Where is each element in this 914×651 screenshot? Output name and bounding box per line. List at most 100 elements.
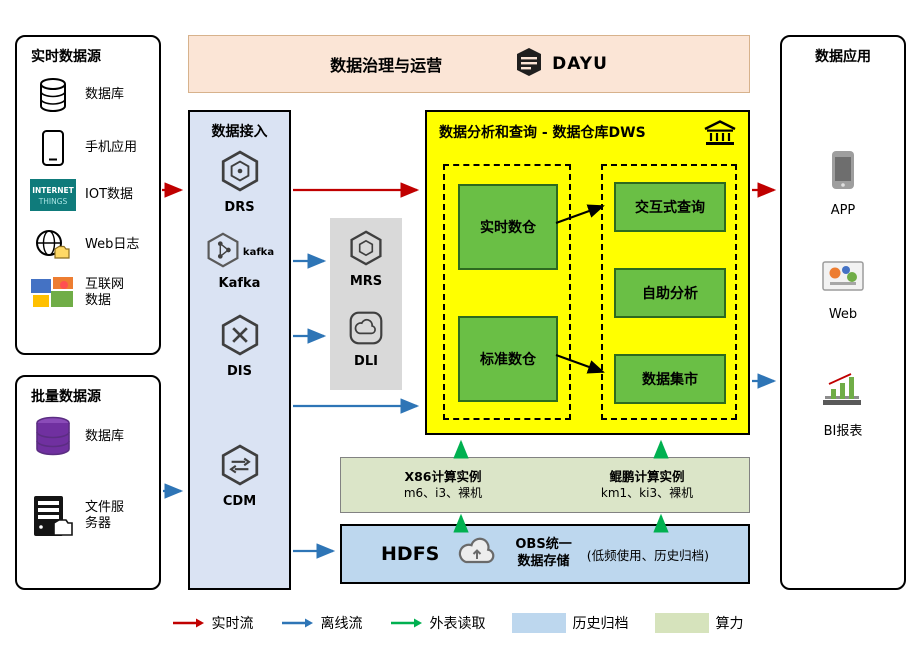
service-label: DLI (354, 354, 378, 369)
web-log-icon (29, 229, 77, 261)
iot-icon: INTERNET THINGS (29, 179, 77, 211)
database-icon (29, 77, 77, 113)
kafka-wordmark: kafka (242, 246, 275, 258)
list-item: APP (782, 149, 904, 218)
service-cdm: CDM (190, 444, 289, 509)
app-label: Web (828, 307, 858, 322)
app-phone-icon (830, 149, 856, 195)
data-ingestion-title: 数据接入 (211, 124, 268, 140)
legend-label: 历史归档 (572, 616, 629, 632)
source-label: Web日志 (85, 236, 140, 252)
realtime-warehouse-box: 实时数仓 (458, 184, 558, 270)
x86-compute: X86计算实例 m6、i3、裸机 (341, 458, 545, 512)
warehouse-building-icon (702, 119, 738, 151)
interactive-query-box: 交互式查询 (614, 182, 726, 232)
compute-power-swatch (654, 613, 709, 633)
dis-hexagon-icon (219, 314, 261, 360)
dayu-logo-text: DAYU (552, 54, 608, 74)
processing-box: MRS DLI (330, 218, 402, 390)
service-dis: DIS (190, 314, 289, 379)
self-service-analysis-box: 自助分析 (614, 268, 726, 318)
analysis-group: 交互式查询 自助分析 数据集市 (601, 164, 737, 420)
governance-title: 数据治理与运营 (330, 56, 443, 75)
compute-instances-box: X86计算实例 m6、i3、裸机 鲲鹏计算实例 km1、ki3、裸机 (340, 457, 750, 513)
data-applications-title: 数据应用 (815, 49, 871, 65)
iot-icon-word1: INTERNET (32, 186, 74, 195)
legend: 实时流 离线流 外表读取 历史归档 算力 (0, 613, 914, 633)
database-stack-icon (29, 415, 77, 459)
mrs-hexagon-icon (348, 230, 384, 270)
source-label: 互联网数据 (85, 277, 125, 309)
kafka-hexagon-icon (205, 232, 241, 272)
legend-label: 实时流 (211, 616, 254, 632)
cdm-hexagon-icon (219, 444, 261, 490)
legend-offline-flow: 离线流 (280, 613, 363, 633)
list-item: 数据库 (29, 415, 159, 459)
list-item: 手机应用 (29, 129, 159, 167)
dws-title: 数据分析和查询 - 数据仓库DWS (439, 125, 646, 141)
legend-label: 外表读取 (429, 616, 486, 632)
list-item: INTERNET THINGS IOT数据 (29, 179, 159, 211)
hdfs-label: HDFS (381, 543, 440, 565)
standard-warehouse-box: 标准数仓 (458, 316, 558, 402)
realtime-sources-title: 实时数据源 (31, 49, 101, 65)
service-label: Kafka (218, 276, 261, 291)
service-label: DIS (227, 364, 252, 379)
list-item: 文件服务器 (29, 495, 159, 537)
obs-line1: OBS统一 (515, 537, 572, 553)
legend-history-archive: 历史归档 (511, 613, 629, 633)
legend-label: 算力 (715, 616, 744, 632)
dayu-logo-icon (514, 47, 544, 81)
service-label: CDM (222, 494, 257, 509)
drs-hexagon-icon (219, 150, 261, 196)
service-dli: DLI (330, 310, 402, 369)
storage-box: HDFS OBS统一 数据存储 (低频使用、历史归档) (340, 524, 750, 584)
red-arrow-icon (172, 618, 204, 628)
obs-label: OBS统一 数据存储 (515, 537, 571, 571)
list-item: Web (782, 259, 904, 322)
legend-external-read: 外表读取 (389, 613, 486, 633)
kunpeng-detail: km1、ki3、裸机 (600, 486, 694, 501)
dayu-logo: DAYU (514, 47, 608, 81)
batch-sources-box: 批量数据源 数据库 (15, 375, 161, 590)
source-label: 数据库 (85, 428, 125, 444)
kunpeng-title: 鲲鹏计算实例 (609, 468, 685, 484)
legend-label: 离线流 (320, 616, 363, 632)
data-mart-box: 数据集市 (614, 354, 726, 404)
storage-note: (低频使用、历史归档) (586, 547, 709, 563)
service-kafka: kafka Kafka (190, 232, 289, 291)
web-browser-icon (821, 259, 865, 299)
obs-line2: 数据存储 (517, 554, 570, 569)
source-label: 文件服务器 (85, 499, 125, 531)
kunpeng-compute: 鲲鹏计算实例 km1、ki3、裸机 (545, 458, 749, 512)
blue-arrow-icon (281, 618, 313, 628)
kafka-icon-group: kafka (205, 232, 274, 272)
source-label: 数据库 (85, 86, 125, 102)
service-label: DRS (224, 200, 255, 215)
data-ingestion-box: 数据接入 DRS (188, 110, 291, 590)
x86-title: X86计算实例 (404, 468, 482, 484)
warehouse-group: 实时数仓 标准数仓 (443, 164, 571, 420)
list-item: 互联网数据 (29, 277, 159, 310)
phone-icon (29, 129, 77, 167)
iot-icon-word2: THINGS (38, 197, 68, 206)
source-label: 手机应用 (85, 139, 138, 155)
app-label: BI报表 (823, 424, 863, 439)
data-applications-box: 数据应用 APP Web (780, 35, 906, 590)
history-archive-swatch (511, 613, 566, 633)
governance-banner: 数据治理与运营 DAYU (188, 35, 750, 93)
legend-realtime-flow: 实时流 (171, 613, 254, 633)
green-arrow-icon (390, 618, 422, 628)
internet-data-icon (29, 277, 77, 309)
legend-compute-power: 算力 (654, 613, 744, 633)
list-item: Web日志 (29, 229, 159, 261)
dws-box: 数据分析和查询 - 数据仓库DWS 实时数仓 标准数仓 交互式查询 自助分析 数… (425, 110, 750, 435)
bi-report-icon (821, 372, 865, 412)
app-label: APP (830, 203, 856, 218)
service-drs: DRS (190, 150, 289, 215)
service-label: MRS (349, 274, 383, 289)
dli-cloud-icon (348, 310, 384, 350)
list-item: BI报表 (782, 372, 904, 439)
source-label: IOT数据 (85, 186, 134, 202)
